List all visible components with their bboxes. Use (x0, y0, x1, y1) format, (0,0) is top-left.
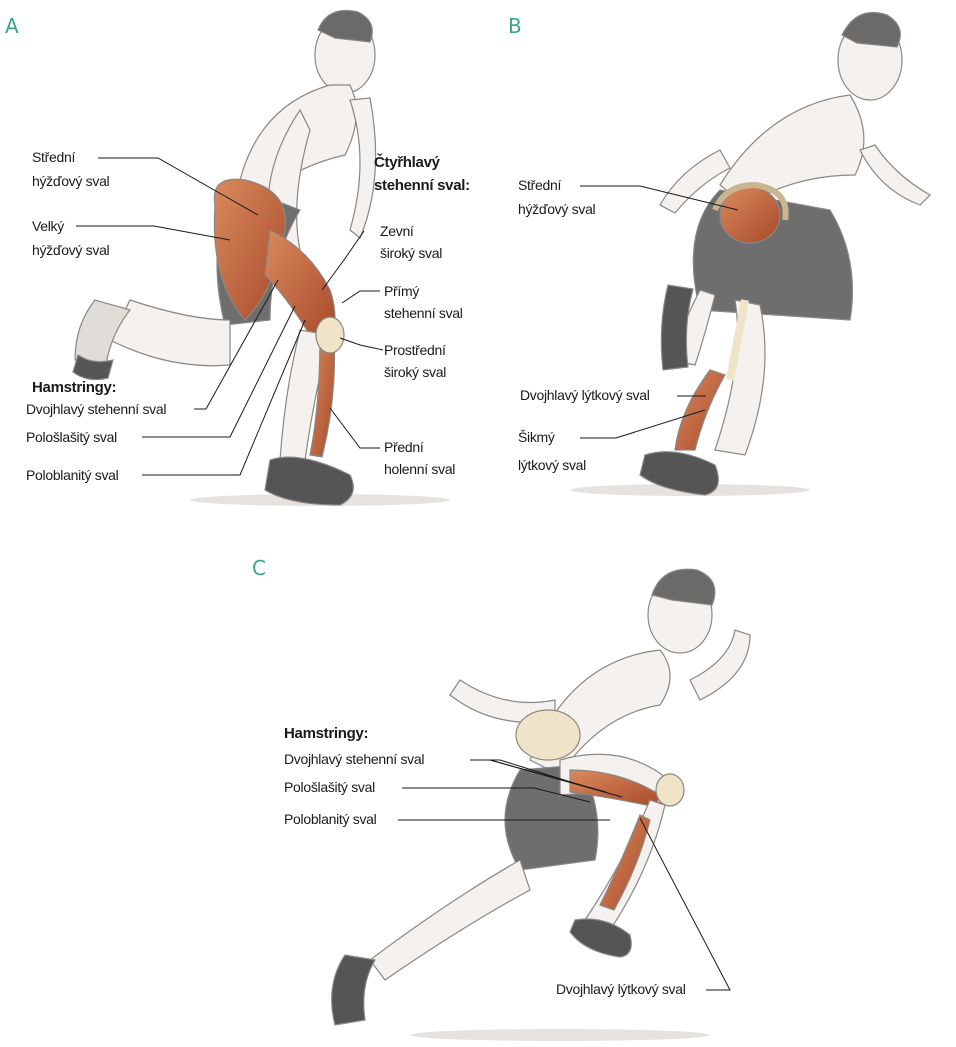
label-stredni-hyzdovy-line1: Střední (32, 148, 75, 167)
panel-letter-c: C (252, 556, 266, 580)
label-sikmy-lytkovy-line2: lýtkový sval (518, 456, 586, 475)
runner-figure-b (570, 13, 930, 497)
label-stredni-hyzdovy-b-line2: hýžďový sval (518, 200, 595, 219)
label-zevni-siroky-line1: Zevní (380, 222, 414, 241)
label-hamstringy-heading-c: Hamstringy: (284, 724, 368, 743)
label-prostredni-siroky-line1: Prostřední (384, 341, 446, 360)
label-stredni-hyzdovy-b-line1: Střední (518, 176, 561, 195)
panel-letter-b: B (508, 14, 522, 38)
label-polosl-a: Pološlašitý sval (26, 428, 117, 447)
panel-letter-a: A (5, 14, 19, 38)
label-dvojhlavy-stehenni-c: Dvojhlavý stehenní sval (284, 750, 424, 769)
label-velky-hyzdovy-line2: hýžďový sval (32, 241, 109, 260)
label-primy-stehenni-line1: Přímý (384, 282, 419, 301)
label-dvojhlavy-lytkovy-b: Dvojhlavý lýtkový sval (520, 386, 650, 405)
label-polobl-c: Poloblanitý sval (284, 810, 376, 829)
label-stredni-hyzdovy-line2: hýžďový sval (32, 172, 109, 191)
label-primy-stehenni-line2: stehenní sval (384, 304, 463, 323)
label-dvojhlavy-lytkovy-c: Dvojhlavý lýtkový sval (556, 980, 686, 999)
label-predni-holenni-line1: Přední (384, 438, 423, 457)
label-polosl-c: Pološlašitý sval (284, 778, 375, 797)
label-hamstringy-heading-a: Hamstringy: (32, 378, 116, 397)
label-polobl-a: Poloblanitý sval (26, 466, 118, 485)
label-ctyrhlavy-heading-line1: Čtyřhlavý (374, 153, 440, 172)
label-predni-holenni-line2: holenní sval (384, 460, 455, 479)
label-velky-hyzdovy-line1: Velký (32, 217, 64, 236)
label-ctyrhlavy-heading-line2: stehenní sval: (374, 176, 470, 195)
runner-figure-c (332, 569, 750, 1041)
label-dvojhlavy-stehenni-a: Dvojhlavý stehenní sval (26, 400, 166, 419)
label-zevni-siroky-line2: široký sval (380, 244, 442, 263)
label-prostredni-siroky-line2: široký sval (384, 363, 446, 382)
label-sikmy-lytkovy-line1: Šikmý (518, 428, 555, 447)
